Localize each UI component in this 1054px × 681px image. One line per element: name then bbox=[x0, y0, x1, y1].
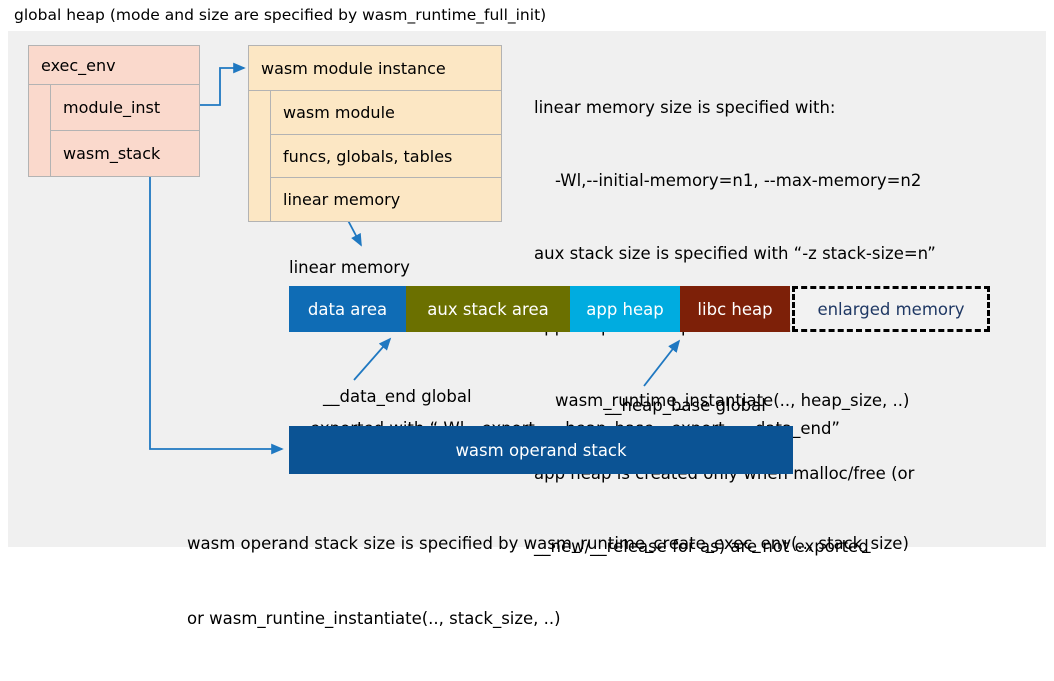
wasm-module-instance-gutter bbox=[249, 91, 271, 221]
wasm-operand-stack-bar: wasm operand stack bbox=[289, 426, 793, 474]
exec-env-box: exec_env module_inst wasm_stack bbox=[28, 45, 200, 177]
annotation-heap-base: __heap_base global bbox=[605, 396, 766, 415]
wasm-module-instance-header: wasm module instance bbox=[249, 46, 501, 91]
bottom-note-line: or wasm_runtine_instantiate(.., stack_si… bbox=[187, 609, 561, 628]
memory-segment-enlarged-memory: enlarged memory bbox=[792, 286, 990, 332]
page-title: global heap (mode and size are specified… bbox=[14, 6, 547, 24]
exec-env-rows: module_inst wasm_stack bbox=[51, 85, 199, 176]
exec-env-body: module_inst wasm_stack bbox=[29, 85, 199, 176]
linear-memory-label: linear memory bbox=[289, 258, 410, 277]
bottom-note-line: wasm operand stack size is specified by … bbox=[187, 534, 909, 553]
diagram-canvas: exec_env module_inst wasm_stack wasm mod… bbox=[8, 31, 1046, 628]
row-wasm-module: wasm module bbox=[271, 91, 501, 134]
note-line: linear memory size is specified with: bbox=[534, 97, 836, 117]
wasm-module-instance-body: wasm module funcs, globals, tables linea… bbox=[249, 91, 501, 222]
wasm-module-instance-rows: wasm module funcs, globals, tables linea… bbox=[271, 91, 501, 222]
linear-memory-bar: data area aux stack area app heap libc h… bbox=[289, 286, 990, 332]
note-line: aux stack size is specified with “-z sta… bbox=[534, 244, 936, 264]
memory-segment-aux-stack-area: aux stack area bbox=[406, 286, 570, 332]
exec-env-header: exec_env bbox=[29, 46, 199, 85]
row-funcs-globals-tables: funcs, globals, tables bbox=[271, 133, 501, 178]
wasm-module-instance-box: wasm module instance wasm module funcs, … bbox=[248, 45, 502, 222]
memory-segment-app-heap: app heap bbox=[570, 286, 680, 332]
bottom-notes-block: wasm operand stack size is specified by … bbox=[187, 481, 909, 681]
exec-env-row-module-inst: module_inst bbox=[51, 85, 199, 130]
exec-env-row-wasm-stack: wasm_stack bbox=[51, 130, 199, 176]
note-line: wasm_runtime_instantiate(.., heap_size, … bbox=[534, 390, 910, 410]
note-line: -Wl,--initial-memory=n1, --max-memory=n2 bbox=[534, 171, 922, 191]
memory-segment-data-area: data area bbox=[289, 286, 406, 332]
annotation-data-end: __data_end global bbox=[323, 387, 472, 406]
row-linear-memory: linear memory bbox=[271, 177, 501, 222]
memory-segment-libc-heap: libc heap bbox=[680, 286, 790, 332]
exec-env-gutter bbox=[29, 85, 51, 176]
